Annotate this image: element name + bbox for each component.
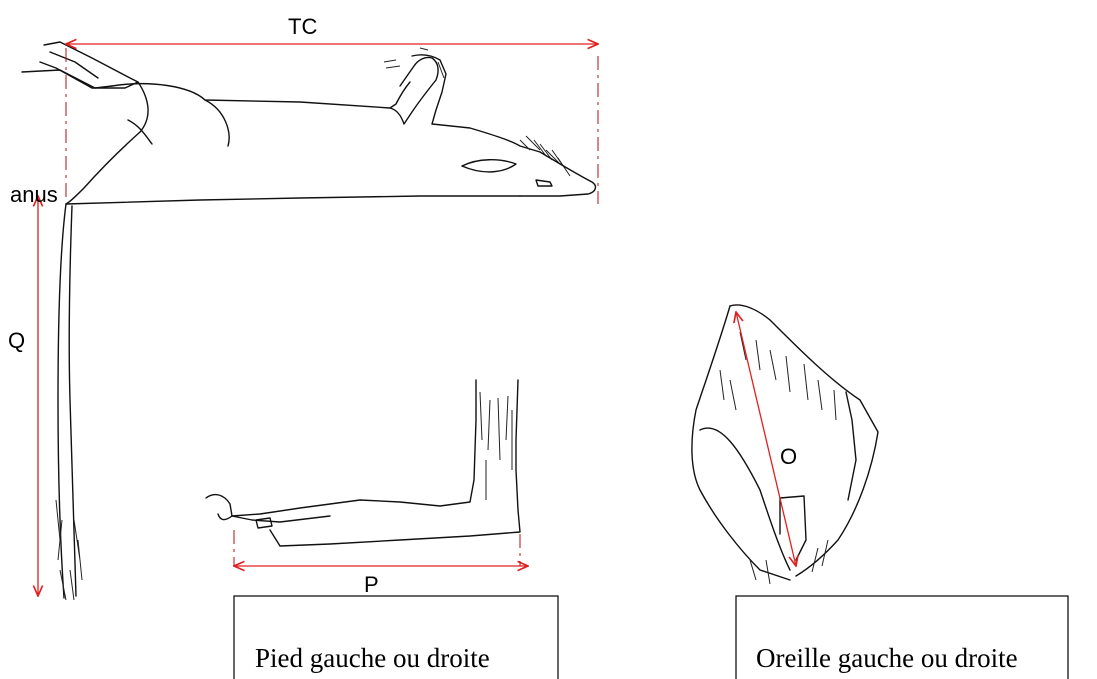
foot-sketch xyxy=(206,380,520,546)
label-o: O xyxy=(780,444,797,469)
foot-caption: Pied gauche ou droite xyxy=(255,643,490,673)
label-p: P xyxy=(364,572,379,597)
label-tc: TC xyxy=(288,14,317,39)
animal-body-sketch xyxy=(22,42,595,204)
o-arrow xyxy=(736,312,796,566)
ear-caption: Oreille gauche ou droite xyxy=(756,643,1018,673)
tail-sketch xyxy=(56,204,82,600)
label-anus: anus xyxy=(10,182,58,207)
measurement-lines xyxy=(38,44,796,596)
label-q: Q xyxy=(8,328,25,353)
